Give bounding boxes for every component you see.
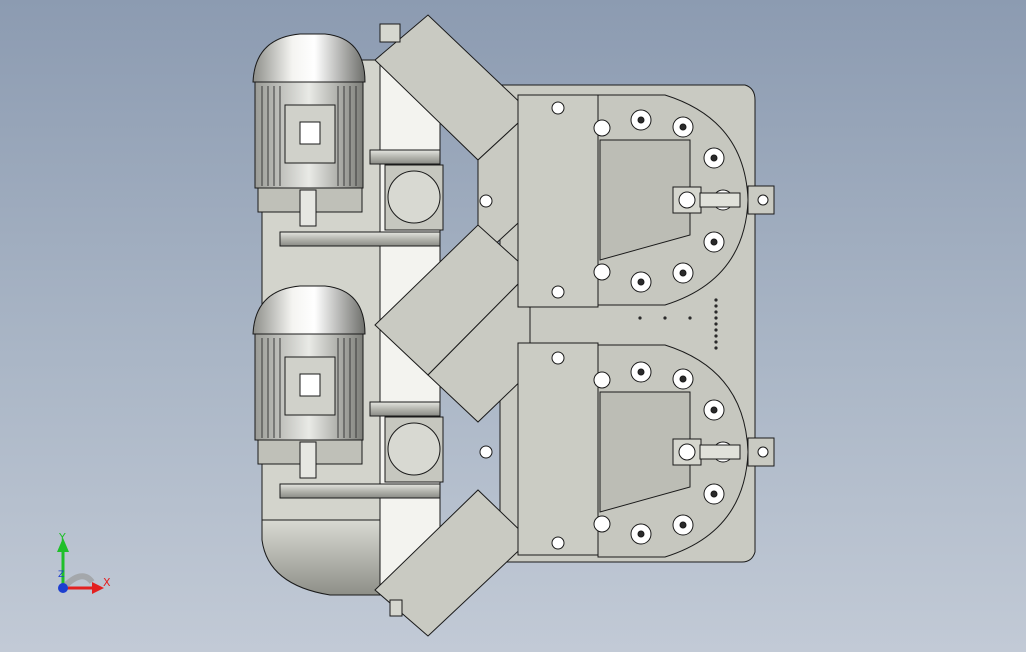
triad-z-label: Z bbox=[58, 570, 65, 580]
drive-shafts bbox=[279, 149, 441, 499]
coordinate-triad bbox=[57, 538, 104, 594]
triad-y-label: Y bbox=[59, 531, 66, 544]
hole-pattern bbox=[638, 298, 718, 350]
mounting-brackets bbox=[517, 94, 599, 556]
gearboxes bbox=[384, 164, 444, 483]
lower-motor bbox=[252, 285, 366, 479]
upper-motor bbox=[252, 33, 366, 227]
triad-x-label: X bbox=[103, 576, 111, 589]
lower-rotor bbox=[593, 344, 775, 558]
upper-rotor bbox=[593, 94, 775, 306]
guard-plates bbox=[374, 14, 531, 637]
z-axis-dot bbox=[58, 583, 68, 593]
